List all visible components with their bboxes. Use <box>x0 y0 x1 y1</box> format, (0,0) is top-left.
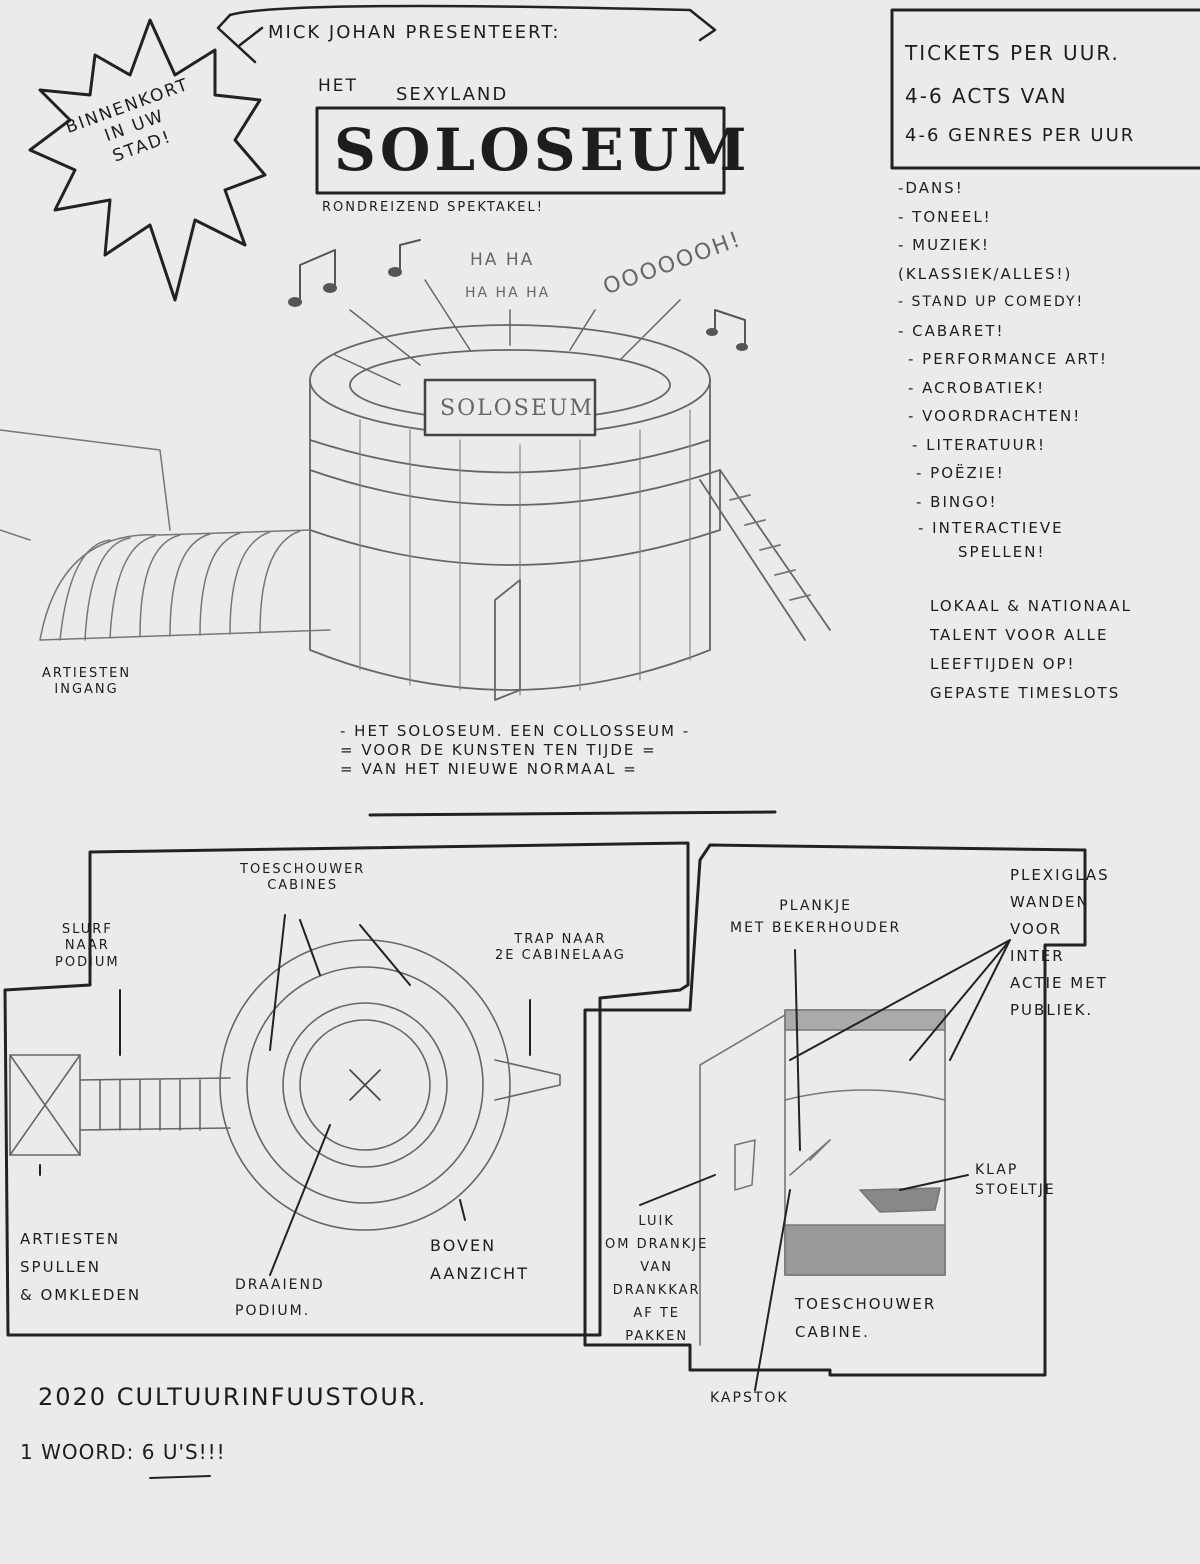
tickets-box <box>890 8 1200 170</box>
label-plankje: Plankje met bekerhouder <box>730 898 902 936</box>
label-boven-aanzicht: Boven aanzicht <box>430 1236 529 1283</box>
top-view-panel <box>3 841 690 1337</box>
label-trap: Trap naar 2e cabinelaag <box>495 932 626 964</box>
top-view-drawing <box>9 939 561 1231</box>
sexyland-text: Sexyland <box>396 84 509 105</box>
label-draaiend-podium: Draaiend podium. <box>235 1277 325 1319</box>
het-text: Het <box>318 76 358 96</box>
genre-list: -Dans! - Toneel! - Muziek! (klassiek/all… <box>898 174 1108 564</box>
tagline: - Het soloseum. Een collosseum - = voor … <box>340 722 690 778</box>
genre-item: - Muziek! <box>898 236 990 254</box>
label-plexiglas: Plexiglas wanden voor inter actie met pu… <box>1010 866 1110 1019</box>
label-toeschouwer-cabines: Toeschouwer cabines <box>240 862 366 894</box>
tickets-line: Tickets per uur. <box>905 41 1120 65</box>
laugh-text-2: Ha ha ha <box>465 285 551 301</box>
title-soloseum: SOLOSEUM <box>334 116 751 184</box>
label-luik: Luik om drankje van drankkar af te pakke… <box>605 1214 709 1344</box>
soloseum-building <box>309 324 831 701</box>
footer-underline <box>149 1475 211 1479</box>
tickets-line: 4-6 acts van <box>905 84 1068 108</box>
closing-line: talent voor alle <box>930 626 1109 644</box>
genre-item: - Voordrachten! <box>908 407 1082 425</box>
banner-scroll <box>216 4 717 64</box>
label-toeschouwer-cabine: Toeschouwer cabine. <box>795 1295 937 1341</box>
genre-item: - Performance art! <box>908 350 1108 368</box>
genre-item: - Interactieve <box>918 519 1064 537</box>
artist-tunnel <box>0 429 331 641</box>
genre-item: (klassiek/alles!) <box>898 264 1073 283</box>
tickets-line: 4-6 genres per uur <box>905 125 1136 146</box>
closing-line: leeftijden op! <box>930 655 1076 673</box>
presenter-text: Mick Johan presenteert: <box>268 22 561 43</box>
label-artiesten-spullen: Artiesten spullen & omkleden <box>20 1230 142 1304</box>
genre-item: spellen! <box>958 543 1046 561</box>
closing-notes: Lokaal & nationaal talent voor alle leef… <box>930 592 1132 708</box>
footer-word: 1 woord: 6 u's!!! <box>20 1440 226 1464</box>
label-kapstok: Kapstok <box>710 1390 789 1406</box>
artist-entrance-label: Artiesten ingang <box>42 666 132 698</box>
tagline-underline <box>368 810 777 817</box>
subtitle-text: Rondreizend spektakel! <box>322 200 544 215</box>
annotation-arrows <box>39 914 1011 1391</box>
tagline-line: = van het nieuwe normaal = <box>340 759 638 778</box>
genre-item: -Dans! <box>898 179 964 197</box>
footer-tour: 2020 Cultuurinfuustour. <box>38 1383 428 1411</box>
genre-item: - Bingo! <box>916 492 998 511</box>
cabin-view-panel <box>583 843 1087 1377</box>
genre-item: - Stand up comedy! <box>898 294 1085 310</box>
starburst-shape <box>28 18 267 302</box>
music-note-icons <box>288 239 748 351</box>
genre-item: - Acrobatiek! <box>908 378 1046 397</box>
tagline-line: - Het soloseum. Een collosseum - <box>340 722 691 740</box>
cabin-drawing <box>699 1009 946 1346</box>
closing-line: Gepaste timeslots <box>930 684 1121 702</box>
building-sign: Soloseum <box>440 396 594 421</box>
tickets-info: Tickets per uur. 4-6 acts van 4-6 genres… <box>905 30 1135 156</box>
genre-item: - Poëzie! <box>916 464 1005 482</box>
label-slurf: Slurf naar podium <box>55 922 120 970</box>
genre-item: - Cabaret! <box>898 321 1005 340</box>
tagline-line: = voor de kunsten ten tijde = <box>340 740 657 759</box>
title-box <box>315 106 726 195</box>
laugh-text: Ha ha <box>470 250 535 270</box>
genre-item: - Literatuur! <box>912 435 1047 454</box>
closing-line: Lokaal & nationaal <box>930 597 1132 615</box>
label-klapstoeltje: Klap stoeltje <box>975 1162 1056 1198</box>
genre-item: - Toneel! <box>898 207 992 226</box>
